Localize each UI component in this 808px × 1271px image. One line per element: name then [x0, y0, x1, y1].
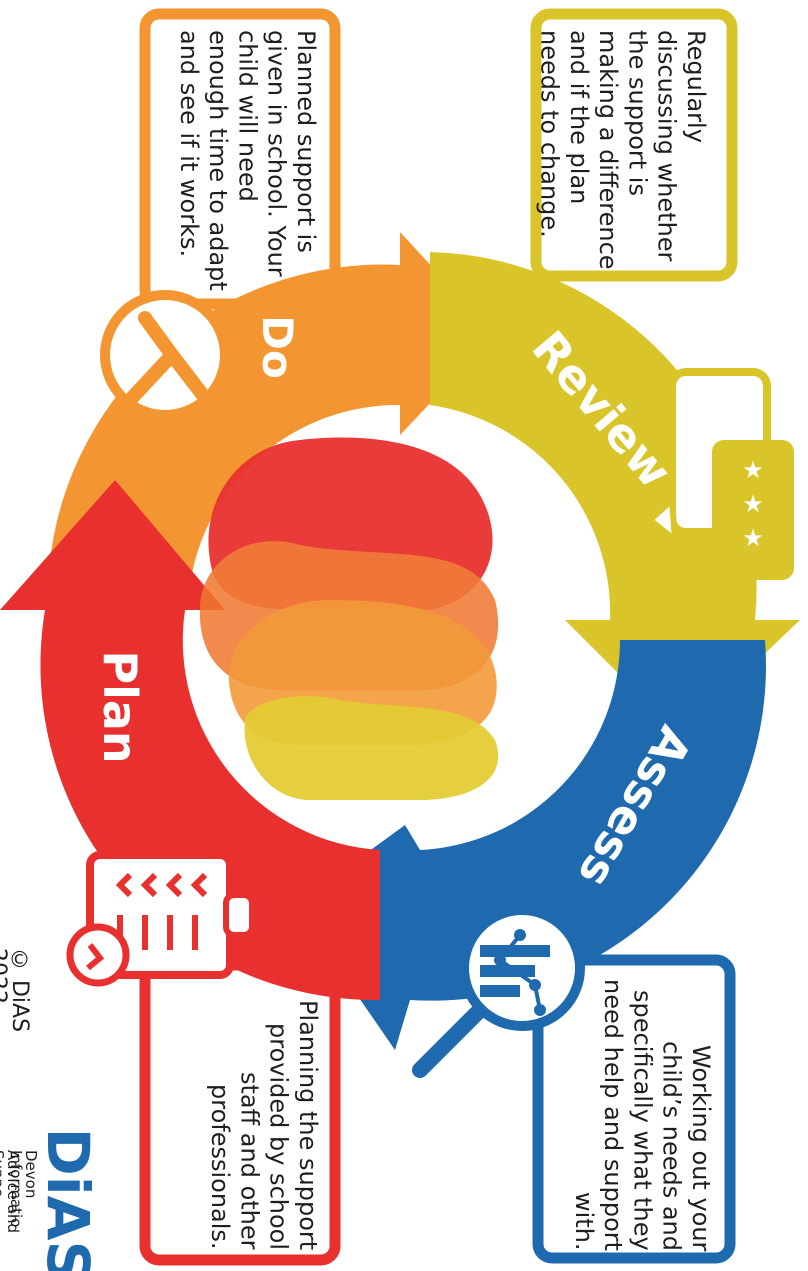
- svg-text:★: ★: [742, 456, 764, 484]
- review-arrow: [430, 252, 800, 735]
- plan-arrow: [0, 480, 380, 1001]
- dias-logo-text: DiAS: [34, 1128, 102, 1271]
- children-silhouettes: [199, 437, 499, 800]
- checkmark-circle-icon: [100, 290, 230, 427]
- assess-description-box: [532, 954, 736, 1264]
- plan-description: Planning the support provided by school …: [206, 999, 322, 1250]
- speech-bubbles-stars-icon: ★ ★ ★: [645, 368, 794, 580]
- review-description: Regularly discussing whether the support…: [535, 30, 710, 270]
- magnifier-chart-icon: [412, 905, 585, 1078]
- svg-text:★: ★: [742, 524, 764, 552]
- dias-name-line1: Devon Informatio: [7, 1150, 40, 1228]
- dias-logo: DiAS: [34, 1128, 102, 1271]
- dias-name-line2: Advice and Suppo: [0, 1150, 22, 1234]
- clipboard-checklist-icon: [66, 851, 255, 987]
- copyright: © DiAS 2022: [0, 948, 32, 1033]
- stage-title-do: Do: [253, 315, 302, 379]
- assess-description: Working out your child’s needs and speci…: [569, 978, 715, 1251]
- svg-text:★: ★: [742, 490, 764, 518]
- do-arrow: [48, 232, 495, 585]
- review-description-box: [530, 8, 738, 282]
- stage-title-plan: Plan: [93, 650, 147, 764]
- assess-arrow: [295, 640, 766, 1050]
- silhouette-yellow: [244, 696, 499, 800]
- do-description: Planned support is given in school. Your…: [174, 30, 320, 291]
